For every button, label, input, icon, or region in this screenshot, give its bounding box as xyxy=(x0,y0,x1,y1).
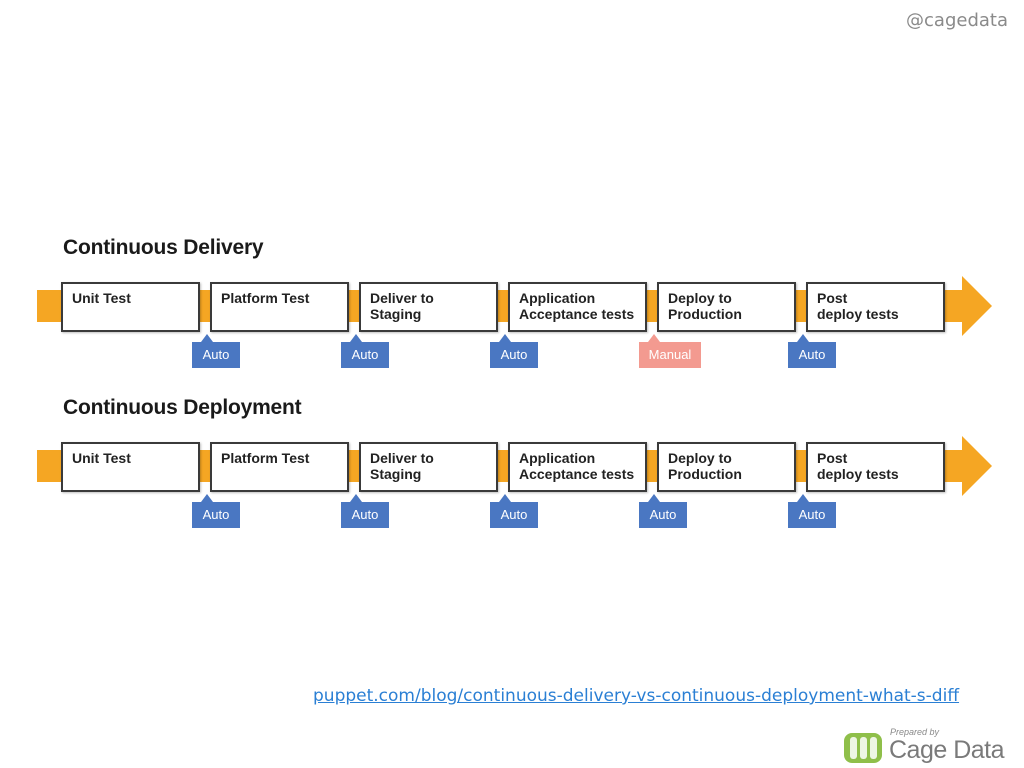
gate-auto-badge: Auto xyxy=(341,334,389,368)
gate-manual-badge: Manual xyxy=(639,334,701,368)
gate-auto-badge: Auto xyxy=(192,494,240,528)
stage-unit-test: Unit Test xyxy=(61,282,200,332)
cage-data-logo-icon xyxy=(844,733,882,763)
stage-platform-test: Platform Test xyxy=(210,442,349,492)
section-title: Continuous Deployment xyxy=(63,396,302,419)
brand-name: Cage Data xyxy=(889,736,1005,764)
twitter-handle: @cagedata xyxy=(906,10,1008,31)
stage-application-acceptance-tests: Application Acceptance tests xyxy=(508,442,647,492)
stage-deploy-to-production: Deploy to Production xyxy=(657,282,796,332)
gate-auto-badge: Auto xyxy=(788,494,836,528)
stage-unit-test: Unit Test xyxy=(61,442,200,492)
gate-auto-badge: Auto xyxy=(192,334,240,368)
gate-auto-badge: Auto xyxy=(341,494,389,528)
stage-application-acceptance-tests: Application Acceptance tests xyxy=(508,282,647,332)
gate-auto-badge: Auto xyxy=(788,334,836,368)
section-title: Continuous Delivery xyxy=(63,236,264,259)
stage-deliver-to-staging: Deliver to Staging xyxy=(359,442,498,492)
prepared-by-label: Prepared by xyxy=(890,727,940,737)
stage-deploy-to-production: Deploy to Production xyxy=(657,442,796,492)
stage-post-deploy-tests: Post deploy tests xyxy=(806,442,945,492)
cage-data-logo: Prepared by Cage Data xyxy=(843,727,1023,766)
gate-auto-badge: Auto xyxy=(490,494,538,528)
stage-post-deploy-tests: Post deploy tests xyxy=(806,282,945,332)
stage-platform-test: Platform Test xyxy=(210,282,349,332)
stage-deliver-to-staging: Deliver to Staging xyxy=(359,282,498,332)
gate-auto-badge: Auto xyxy=(490,334,538,368)
source-link[interactable]: puppet.com/blog/continuous-delivery-vs-c… xyxy=(313,686,960,706)
gate-auto-badge: Auto xyxy=(639,494,687,528)
